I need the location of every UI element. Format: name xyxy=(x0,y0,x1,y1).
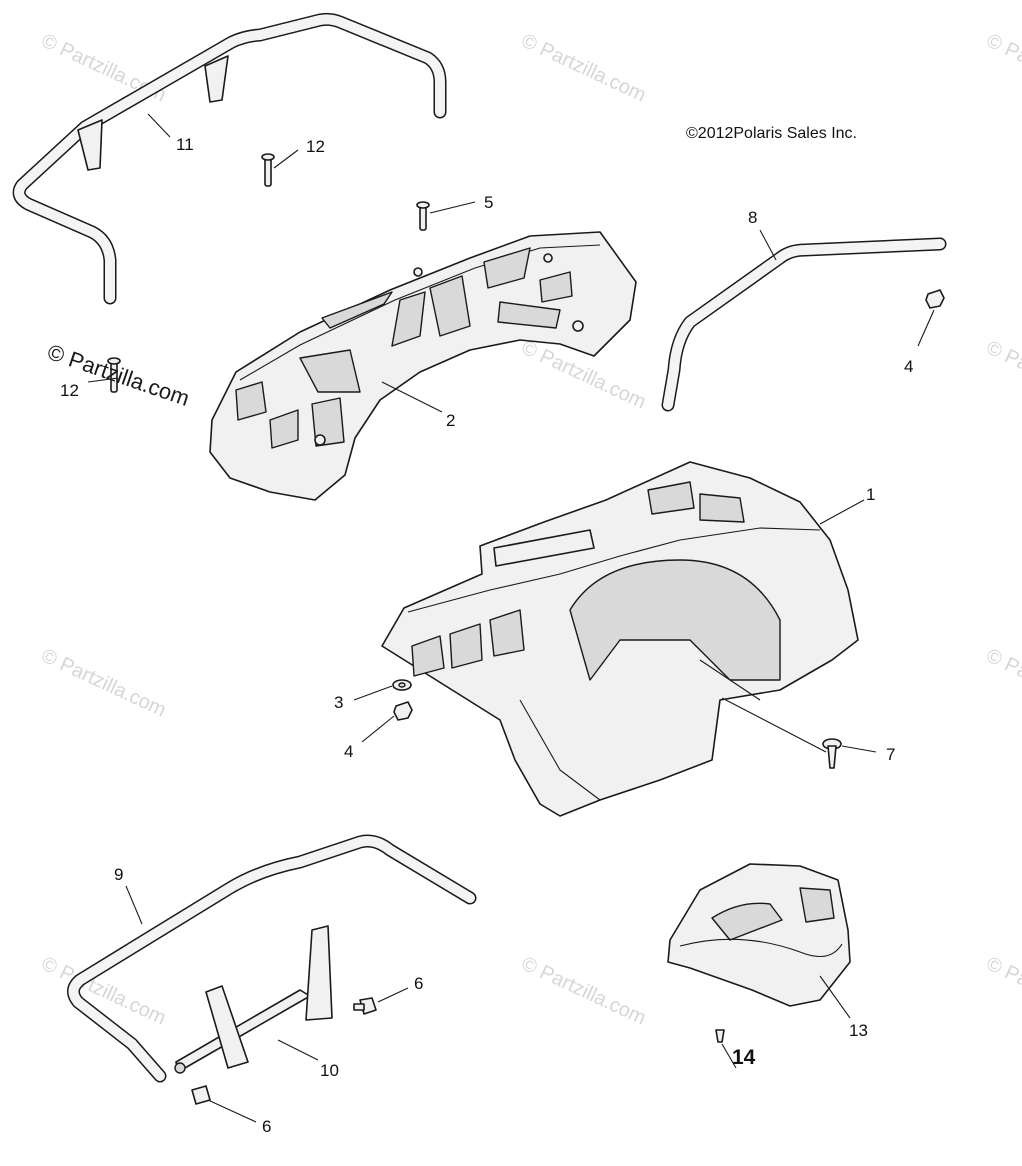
leader-line-10 xyxy=(277,1039,319,1061)
leader-line-8 xyxy=(759,229,777,261)
callout-5: 5 xyxy=(484,193,493,212)
callout-2: 2 xyxy=(446,411,455,430)
callout-14: 14 xyxy=(732,1046,756,1069)
callout-9: 9 xyxy=(114,865,123,884)
watermark: © Partzilla.com xyxy=(983,30,1022,107)
callout-4-middle: 4 xyxy=(344,742,353,761)
partzilla-watermark-overlay: © Partzilla.com xyxy=(44,339,192,411)
callout-labels: 11 12 5 8 4 12 2 1 3 4 7 9 6 10 6 13 14 xyxy=(60,135,913,1136)
callout-12-top: 12 xyxy=(306,137,325,156)
part-4-nut-middle xyxy=(393,701,413,721)
leader-line-4-upper xyxy=(917,309,935,347)
callout-4-upper: 4 xyxy=(904,357,913,376)
watermark: © Partzilla.com xyxy=(518,30,649,107)
leader-line-3 xyxy=(353,685,393,701)
leader-line-4-middle xyxy=(361,715,395,743)
callout-8: 8 xyxy=(748,208,757,227)
part-6-bolt-right xyxy=(353,997,377,1015)
part-10-bracket xyxy=(174,925,333,1074)
part-7-push-rivet xyxy=(822,738,842,769)
leader-line-1 xyxy=(819,499,865,525)
part-1-rear-fender xyxy=(381,461,859,817)
callout-3: 3 xyxy=(334,693,343,712)
callout-6-right: 6 xyxy=(414,974,423,993)
watermark: © Partzilla.com xyxy=(518,953,649,1030)
callout-1: 1 xyxy=(866,485,875,504)
leader-line-12-top xyxy=(273,149,299,169)
callout-13: 13 xyxy=(849,1021,868,1040)
callout-12-left: 12 xyxy=(60,381,79,400)
leader-line-7b xyxy=(841,745,877,753)
leader-lines xyxy=(87,113,935,1123)
part-5-screw xyxy=(416,201,430,231)
copyright-notice: ©2012Polaris Sales Inc. xyxy=(686,125,857,142)
part-8-side-rail xyxy=(661,237,947,412)
part-4-nut-upper xyxy=(925,289,945,309)
leader-line-5 xyxy=(429,201,476,214)
leader-line-12-left xyxy=(87,377,119,383)
callout-6-bottom: 6 xyxy=(262,1117,271,1136)
watermark: © Partzilla.com xyxy=(983,337,1022,414)
part-12-screw-left xyxy=(107,357,121,393)
part-3-washer xyxy=(392,679,412,691)
callout-10: 10 xyxy=(320,1061,339,1080)
leader-line-2 xyxy=(381,381,443,413)
part-13-fender-section xyxy=(667,863,851,1007)
part-11-rack-rail xyxy=(12,12,447,305)
watermark: © Partzilla.com xyxy=(38,645,169,722)
leader-line-9 xyxy=(125,885,143,925)
part-12-screw-top xyxy=(261,153,275,187)
part-2-rack-panel xyxy=(209,231,637,501)
callout-11: 11 xyxy=(176,135,194,154)
part-14-screw xyxy=(715,1029,725,1043)
leader-line-14 xyxy=(721,1043,737,1069)
part-6-bolt-bottom xyxy=(191,1085,211,1105)
leader-line-13 xyxy=(819,975,851,1019)
callout-7: 7 xyxy=(886,745,895,764)
leader-line-11 xyxy=(147,113,171,138)
leader-line-6-right xyxy=(377,987,409,1003)
part-9-bumper-rail xyxy=(67,834,477,1083)
watermark: © Partzilla.com xyxy=(983,953,1022,1030)
leader-line-7a xyxy=(721,697,827,753)
leader-line-6-bottom xyxy=(207,1099,257,1123)
watermark: © Partzilla.com xyxy=(983,645,1022,722)
